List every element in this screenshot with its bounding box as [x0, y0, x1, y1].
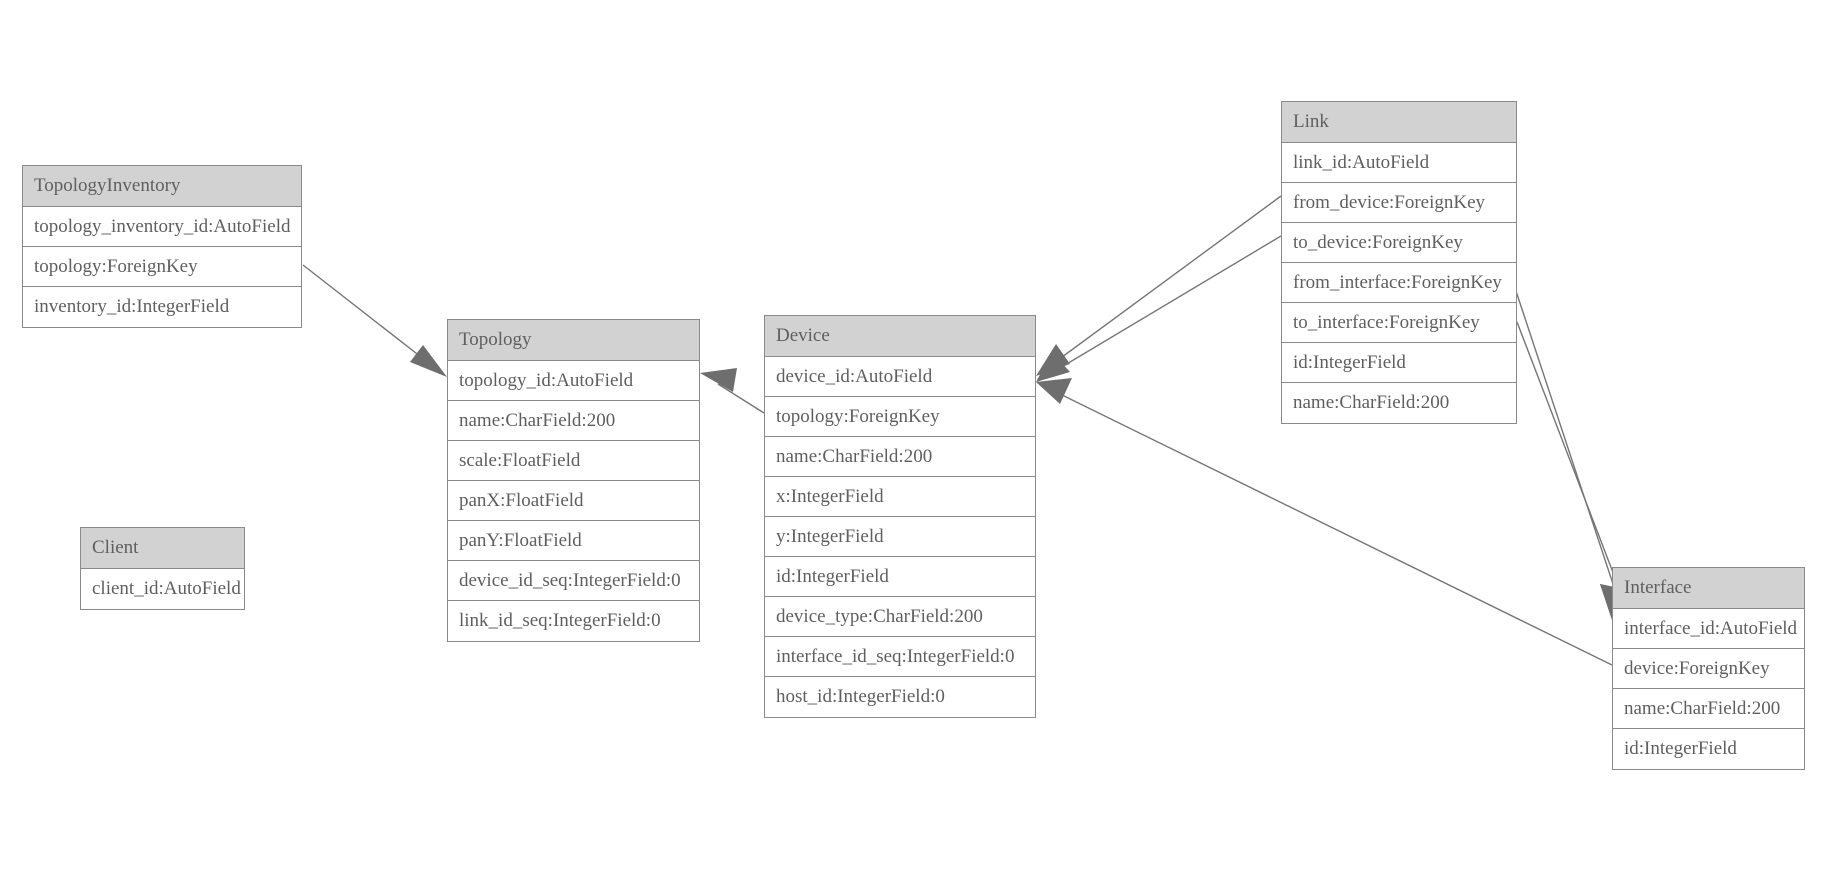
entity-field[interactable]: topology_id:AutoField: [448, 361, 699, 401]
entity-field[interactable]: id:IntegerField: [765, 557, 1035, 597]
entity-field[interactable]: link_id:AutoField: [1282, 143, 1516, 183]
entity-field[interactable]: device:ForeignKey: [1613, 649, 1804, 689]
edge-topologyinventory-topology: [302, 264, 447, 377]
entity-field[interactable]: client_id:AutoField: [81, 569, 244, 609]
entity-device[interactable]: Device device_id:AutoField topology:Fore…: [764, 315, 1036, 718]
edge-link-from-interface: [1512, 281, 1628, 620]
entity-field[interactable]: name:CharField:200: [448, 401, 699, 441]
entity-topology-inventory[interactable]: TopologyInventory topology_inventory_id:…: [22, 165, 302, 328]
entity-field[interactable]: scale:FloatField: [448, 441, 699, 481]
entity-title: Device: [765, 316, 1035, 357]
entity-title: Interface: [1613, 568, 1804, 609]
entity-field[interactable]: interface_id:AutoField: [1613, 609, 1804, 649]
entity-field[interactable]: id:IntegerField: [1282, 343, 1516, 383]
entity-field[interactable]: host_id:IntegerField:0: [765, 677, 1035, 717]
entity-field[interactable]: id:IntegerField: [1613, 729, 1804, 769]
entity-field[interactable]: name:CharField:200: [1282, 383, 1516, 423]
entity-field[interactable]: panY:FloatField: [448, 521, 699, 561]
entity-field[interactable]: interface_id_seq:IntegerField:0: [765, 637, 1035, 677]
entity-field[interactable]: device_type:CharField:200: [765, 597, 1035, 637]
entity-field[interactable]: topology_inventory_id:AutoField: [23, 207, 301, 247]
entity-field[interactable]: to_device:ForeignKey: [1282, 223, 1516, 263]
entity-title: TopologyInventory: [23, 166, 301, 207]
edge-link-to-device: [1036, 235, 1282, 382]
entity-field[interactable]: name:CharField:200: [1613, 689, 1804, 729]
entity-field[interactable]: name:CharField:200: [765, 437, 1035, 477]
edge-link-from-device: [1036, 195, 1282, 376]
edge-device-topology: [700, 368, 765, 414]
entity-field[interactable]: topology:ForeignKey: [765, 397, 1035, 437]
entity-field[interactable]: to_interface:ForeignKey: [1282, 303, 1516, 343]
entity-link[interactable]: Link link_id:AutoField from_device:Forei…: [1281, 101, 1517, 424]
entity-title: Client: [81, 528, 244, 569]
entity-field[interactable]: from_interface:ForeignKey: [1282, 263, 1516, 303]
entity-field[interactable]: y:IntegerField: [765, 517, 1035, 557]
entity-title: Topology: [448, 320, 699, 361]
entity-field[interactable]: topology:ForeignKey: [23, 247, 301, 287]
entity-field[interactable]: inventory_id:IntegerField: [23, 287, 301, 327]
entity-client[interactable]: Client client_id:AutoField: [80, 527, 245, 610]
entity-field[interactable]: panX:FloatField: [448, 481, 699, 521]
entity-field[interactable]: device_id:AutoField: [765, 357, 1035, 397]
entity-field[interactable]: x:IntegerField: [765, 477, 1035, 517]
entity-field[interactable]: from_device:ForeignKey: [1282, 183, 1516, 223]
entity-field[interactable]: link_id_seq:IntegerField:0: [448, 601, 699, 641]
entity-title: Link: [1282, 102, 1516, 143]
entity-interface[interactable]: Interface interface_id:AutoField device:…: [1612, 567, 1805, 770]
entity-field[interactable]: device_id_seq:IntegerField:0: [448, 561, 699, 601]
entity-topology[interactable]: Topology topology_id:AutoField name:Char…: [447, 319, 700, 642]
